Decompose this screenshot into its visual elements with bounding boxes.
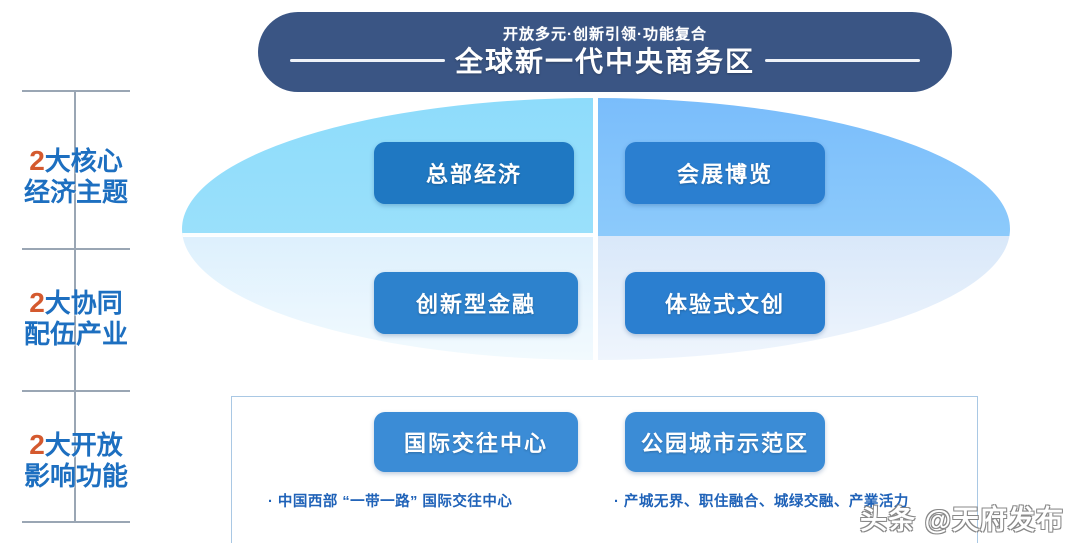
axis-label-line2: 影响功能 xyxy=(23,461,128,492)
openness-panel xyxy=(231,396,978,543)
quadrant-divider-vertical xyxy=(593,98,598,360)
axis-label-line1: 2大开放 xyxy=(0,428,152,461)
title-rule-right xyxy=(765,59,920,62)
axis-tick-3 xyxy=(22,390,130,392)
axis-label-line2: 经济主题 xyxy=(23,177,128,208)
card-experiential-culture[interactable]: 体验式文创 xyxy=(625,272,825,334)
axis-tick-1 xyxy=(22,90,130,92)
title-rule-left xyxy=(290,59,445,62)
axis-label-rest: 大开放 xyxy=(44,430,123,460)
axis-label-rest: 大协同 xyxy=(44,288,123,318)
card-park-city-demo-zone[interactable]: 公园城市示范区 xyxy=(625,412,825,472)
axis-label-openness-impact: 2大开放 影响功能 xyxy=(0,428,152,492)
axis-label-number: 2 xyxy=(29,287,45,318)
watermark: 头条 @天府发布 xyxy=(860,505,1064,535)
card-exhibition-expo[interactable]: 会展博览 xyxy=(625,142,825,204)
caption-right: · 产城无界、职住融合、城绿交融、产業活力 xyxy=(614,494,909,510)
quadrant-ellipse xyxy=(182,98,1010,360)
card-international-exchange-center[interactable]: 国际交往中心 xyxy=(374,412,578,472)
banner-subtitle: 开放多元·创新引领·功能复合 xyxy=(503,26,707,44)
card-innovative-finance[interactable]: 创新型金融 xyxy=(374,272,578,334)
axis-label-number: 2 xyxy=(29,429,45,460)
axis-label-synergy-industry: 2大协同 配伍产业 xyxy=(0,286,152,350)
title-banner: 开放多元·创新引领·功能复合 全球新一代中央商务区 xyxy=(258,12,952,92)
axis-label-rest: 大核心 xyxy=(44,146,123,176)
axis-tick-2 xyxy=(22,248,130,250)
axis-vertical-line xyxy=(74,90,76,522)
axis-label-core-economy: 2大核心 经济主题 xyxy=(0,144,152,208)
axis-label-line2: 配伍产业 xyxy=(23,319,128,350)
ellipse-svg xyxy=(182,98,1010,360)
axis-label-line1: 2大核心 xyxy=(0,144,152,177)
banner-title: 全球新一代中央商务区 xyxy=(454,46,755,78)
title-text-group: 开放多元·创新引领·功能复合 全球新一代中央商务区 xyxy=(258,12,952,92)
quadrant-divider-horizontal xyxy=(182,233,596,237)
axis-label-line1: 2大协同 xyxy=(0,286,152,319)
axis-tick-4 xyxy=(22,521,130,523)
caption-left: · 中国西部 “一带一路” 国际交往中心 xyxy=(268,494,513,510)
axis-label-number: 2 xyxy=(29,145,45,176)
card-headquarters-economy[interactable]: 总部经济 xyxy=(374,142,574,204)
